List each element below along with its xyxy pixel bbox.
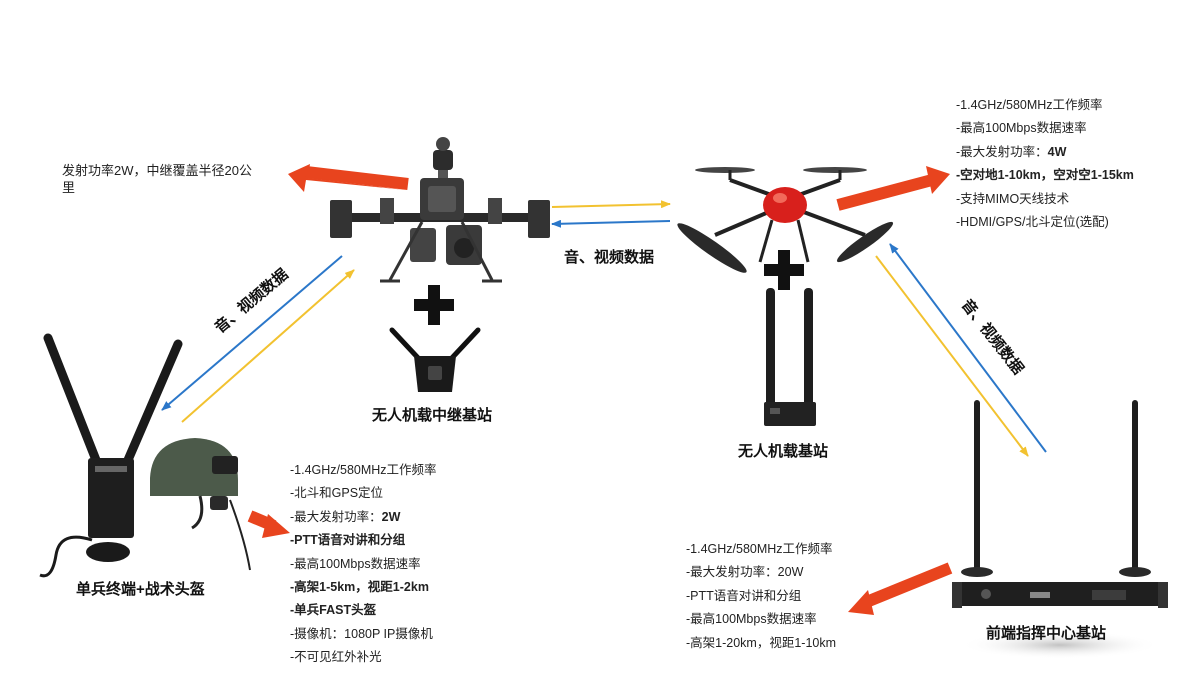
spec-text: -最大发射功率：20W — [686, 565, 804, 580]
plus-icon — [414, 285, 454, 325]
relay-power-note: 发射功率2W，中继覆盖半径20公 里 — [62, 162, 252, 196]
spec-bold-text: -单兵FAST头盔 — [290, 603, 377, 618]
soldier-spec-list: -1.4GHz/580MHz工作频率 -北斗和GPS定位 -最大发射功率：2W -PT… — [290, 459, 437, 670]
drone-station-label: 无人机载基站 — [738, 443, 829, 460]
spec-line: -北斗和GPS定位 — [290, 482, 437, 505]
spec-text: -1.4GHz/580MHz工作频率 — [956, 98, 1103, 112]
blue-arrow-left — [161, 255, 343, 411]
helmet-icon — [150, 438, 251, 571]
relay-power-note-line2: 里 — [62, 180, 76, 195]
spec-line: -PTT语音对讲和分组 — [290, 529, 437, 552]
drone-icon — [677, 167, 894, 273]
spec-text: -北斗和GPS定位 — [290, 486, 384, 501]
spec-line: -1.4GHz/580MHz工作频率 — [686, 538, 836, 561]
spec-text: -1.4GHz/580MHz工作频率 — [290, 463, 437, 477]
drone-station-icon — [764, 288, 816, 426]
spec-line: -最高100Mbps数据速率 — [290, 553, 437, 576]
relay-station-icon — [389, 327, 481, 392]
plus-icon — [764, 250, 804, 290]
spec-line: -高架1-20km，视距1-10km — [686, 632, 836, 655]
spec-text: -最高100Mbps数据速率 — [956, 121, 1087, 136]
spec-line: -最大发射功率：4W — [956, 141, 1134, 164]
spec-text: -高架1-20km，视距1-10km — [686, 635, 837, 650]
yellow-arrow-right — [875, 255, 1029, 457]
spec-bold-text: -空对地1-10km，空对空1-15km — [956, 168, 1134, 183]
spec-line: -最大发射功率：2W — [290, 506, 437, 529]
red-arrow-command — [848, 562, 953, 615]
red-arrow-drone — [836, 166, 950, 211]
spec-text: -HDMI/GPS/北斗定位(选配) — [956, 214, 1109, 229]
blue-arrow-middle — [551, 219, 671, 228]
spec-bold-text: 4W — [1047, 144, 1067, 159]
command-center-label: 前端指挥中心基站 — [986, 625, 1107, 642]
spec-text: -最大发射功率： — [290, 509, 382, 524]
spec-text: -摄像机：1080P IP摄像机 — [290, 626, 433, 641]
relay-power-note-line1: 发射功率2W，中继覆盖半径20公 — [62, 163, 252, 178]
flow-label-middle: 音、视频数据 — [564, 249, 655, 266]
spec-line: -最大发射功率：20W — [686, 561, 836, 584]
spec-line: -PTT语音对讲和分组 — [686, 585, 836, 608]
spec-line: -最高100Mbps数据速率 — [956, 117, 1134, 140]
spec-line: -空对地1-10km，空对空1-15km — [956, 164, 1134, 187]
spec-line: -HDMI/GPS/北斗定位(选配) — [956, 211, 1134, 234]
red-arrow-soldier — [247, 510, 290, 538]
spec-bold-text: -PTT语音对讲和分组 — [290, 533, 406, 548]
yellow-arrow-left — [181, 269, 355, 423]
spec-bold-text: -高架1-5km，视距1-2km — [290, 579, 429, 594]
spec-line: -1.4GHz/580MHz工作频率 — [956, 94, 1134, 117]
blue-arrow-right — [889, 243, 1047, 453]
spec-line: -最高100Mbps数据速率 — [686, 608, 836, 631]
spec-line: -1.4GHz/580MHz工作频率 — [290, 459, 437, 482]
yellow-arrow-middle — [551, 200, 671, 209]
spec-text: -最大发射功率： — [956, 144, 1048, 159]
spec-text: -PTT语音对讲和分组 — [686, 588, 802, 603]
drone-spec-list: -1.4GHz/580MHz工作频率 -最高100Mbps数据速率 -最大发射功率：… — [956, 94, 1134, 234]
spec-text: -不可见红外补光 — [290, 650, 382, 665]
red-arrow-relay — [288, 164, 409, 192]
spec-line: -单兵FAST头盔 — [290, 599, 437, 622]
spec-line: -摄像机：1080P IP摄像机 — [290, 623, 437, 646]
spec-text: -1.4GHz/580MHz工作频率 — [686, 542, 833, 556]
spec-line: -高架1-5km，视距1-2km — [290, 576, 437, 599]
spec-line: -不可见红外补光 — [290, 646, 437, 669]
spec-text: -支持MIMO天线技术 — [956, 191, 1070, 206]
spec-bold-text: 2W — [381, 509, 401, 524]
command-station-icon — [952, 400, 1168, 659]
soldier-terminal-icon — [39, 333, 183, 578]
soldier-label: 单兵终端+战术头盔 — [76, 581, 205, 598]
relay-drone-icon — [330, 137, 550, 283]
relay-station-label: 无人机载中继基站 — [372, 407, 493, 424]
spec-text: -最高100Mbps数据速率 — [290, 556, 421, 571]
spec-text: -最高100Mbps数据速率 — [686, 612, 817, 627]
command-spec-list: -1.4GHz/580MHz工作频率 -最大发射功率：20W -PTT语音对讲和分组… — [686, 538, 836, 655]
spec-line: -支持MIMO天线技术 — [956, 188, 1134, 211]
